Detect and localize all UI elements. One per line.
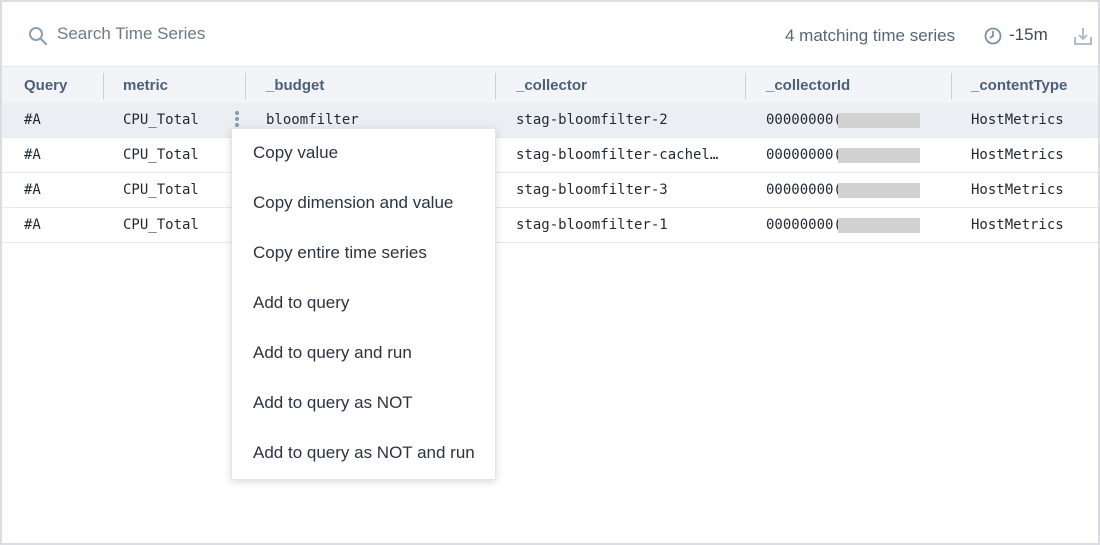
column-header-budget[interactable]: _budget <box>266 77 325 94</box>
table-row[interactable]: #A CPU_Total stag-bloomfilter-3 00000000… <box>2 173 1098 208</box>
cell-collector-id[interactable]: 00000000( <box>766 147 842 163</box>
column-header-content-type[interactable]: _contentType <box>971 77 1068 94</box>
menu-item-copy-entire-time-series[interactable]: Copy entire time series <box>253 243 427 262</box>
cell-content-type[interactable]: HostMetrics <box>971 182 1064 198</box>
cell-collector[interactable]: stag-bloomfilter-cachel… <box>516 147 719 163</box>
cell-actions-kebab-icon[interactable] <box>234 111 240 131</box>
cell-metric[interactable]: CPU_Total <box>123 112 199 128</box>
column-resize-handle[interactable] <box>495 73 496 99</box>
table-row[interactable]: #A CPU_Total stag-bloomfilter-1 00000000… <box>2 208 1098 243</box>
cell-metric[interactable]: CPU_Total <box>123 217 199 233</box>
download-icon[interactable] <box>1072 25 1094 47</box>
menu-item-add-to-query[interactable]: Add to query <box>253 293 350 312</box>
cell-query[interactable]: #A <box>24 147 41 163</box>
menu-item-add-to-query-as-not[interactable]: Add to query as NOT <box>253 393 413 412</box>
column-header-collector-id[interactable]: _collectorId <box>766 77 851 94</box>
table-row[interactable]: #A CPU_Total bloomfilter stag-bloomfilte… <box>2 103 1098 138</box>
cell-query[interactable]: #A <box>24 112 41 128</box>
cell-content-type[interactable]: HostMetrics <box>971 112 1064 128</box>
match-count: 4 matching time series <box>785 26 956 45</box>
column-header-metric[interactable]: metric <box>123 77 169 94</box>
redacted-value <box>838 148 920 163</box>
cell-collector-id[interactable]: 00000000( <box>766 112 842 128</box>
menu-item-copy-dimension-and-value[interactable]: Copy dimension and value <box>253 193 454 212</box>
cell-metric[interactable]: CPU_Total <box>123 182 199 198</box>
clock-icon[interactable] <box>983 26 1003 46</box>
column-resize-handle[interactable] <box>103 73 104 99</box>
menu-item-add-to-query-and-run[interactable]: Add to query and run <box>253 343 412 362</box>
column-header-query[interactable]: Query <box>24 77 68 94</box>
column-resize-handle[interactable] <box>245 73 246 99</box>
cell-query[interactable]: #A <box>24 217 41 233</box>
search-input[interactable]: Search Time Series <box>57 24 206 43</box>
cell-collector-id[interactable]: 00000000( <box>766 217 842 233</box>
redacted-value <box>838 113 920 128</box>
time-range-selector[interactable]: -15m <box>1009 25 1048 44</box>
cell-content-type[interactable]: HostMetrics <box>971 217 1064 233</box>
cell-collector[interactable]: stag-bloomfilter-3 <box>516 182 668 198</box>
cell-collector[interactable]: stag-bloomfilter-2 <box>516 112 668 128</box>
cell-budget[interactable]: bloomfilter <box>266 112 359 128</box>
cell-query[interactable]: #A <box>24 182 41 198</box>
search-icon[interactable] <box>28 26 48 46</box>
menu-item-add-to-query-as-not-and-run[interactable]: Add to query as NOT and run <box>253 443 475 462</box>
cell-collector[interactable]: stag-bloomfilter-1 <box>516 217 668 233</box>
column-header-collector[interactable]: _collector <box>516 77 587 94</box>
cell-content-type[interactable]: HostMetrics <box>971 147 1064 163</box>
redacted-value <box>838 218 920 233</box>
redacted-value <box>838 183 920 198</box>
table-row[interactable]: #A CPU_Total stag-bloomfilter-cachel… 00… <box>2 138 1098 173</box>
menu-item-copy-value[interactable]: Copy value <box>253 143 339 162</box>
toolbar: Search Time Series 4 matching time serie… <box>2 2 1098 66</box>
cell-metric[interactable]: CPU_Total <box>123 147 199 163</box>
cell-context-menu: Copy value Copy dimension and value Copy… <box>231 128 496 480</box>
cell-collector-id[interactable]: 00000000( <box>766 182 842 198</box>
column-resize-handle[interactable] <box>745 73 746 99</box>
table-header: Query metric _budget _collector _collect… <box>2 66 1098 103</box>
column-resize-handle[interactable] <box>951 73 952 99</box>
